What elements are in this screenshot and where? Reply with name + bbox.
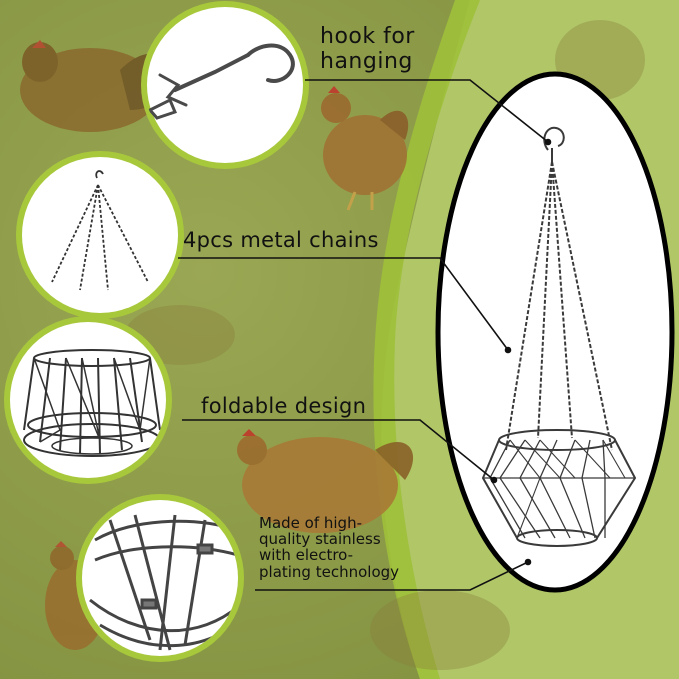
leader-lines bbox=[178, 79, 552, 591]
hook-icon bbox=[147, 43, 295, 120]
wire-closeup-icon bbox=[89, 514, 238, 651]
folded-basket-circle bbox=[4, 316, 172, 484]
chains-leader-line bbox=[178, 257, 509, 351]
material-label-line: with electro- bbox=[259, 546, 354, 565]
chain-icon bbox=[51, 170, 149, 291]
chains-detail-circle bbox=[16, 151, 184, 319]
hook-label: hook for hanging bbox=[320, 24, 415, 75]
hen-figure bbox=[125, 20, 645, 670]
material-label: Made of high- quality stainless with ele… bbox=[259, 515, 429, 580]
material-label-line: quality stainless bbox=[259, 530, 381, 549]
fold-leader-line bbox=[182, 419, 495, 481]
hook-label-line: hook for bbox=[320, 24, 415, 49]
material-leader-line bbox=[255, 561, 529, 591]
hanging-basket-icon bbox=[481, 126, 637, 547]
chains-label: 4pcs metal chains bbox=[183, 228, 379, 252]
material-detail-circle bbox=[76, 494, 244, 662]
hen-figure bbox=[321, 86, 409, 211]
product-oval bbox=[435, 71, 675, 593]
hen-figure bbox=[237, 429, 414, 533]
hook-detail-circle bbox=[141, 1, 309, 169]
hook-label-line: hanging bbox=[320, 49, 413, 75]
folded-basket-icon bbox=[23, 349, 161, 457]
foldable-label: foldable design bbox=[201, 394, 367, 418]
material-label-line: plating technology bbox=[259, 562, 400, 581]
material-label-line: Made of high- bbox=[259, 514, 362, 532]
background-green-swoosh bbox=[373, 0, 480, 679]
hook-leader-line bbox=[305, 79, 549, 143]
